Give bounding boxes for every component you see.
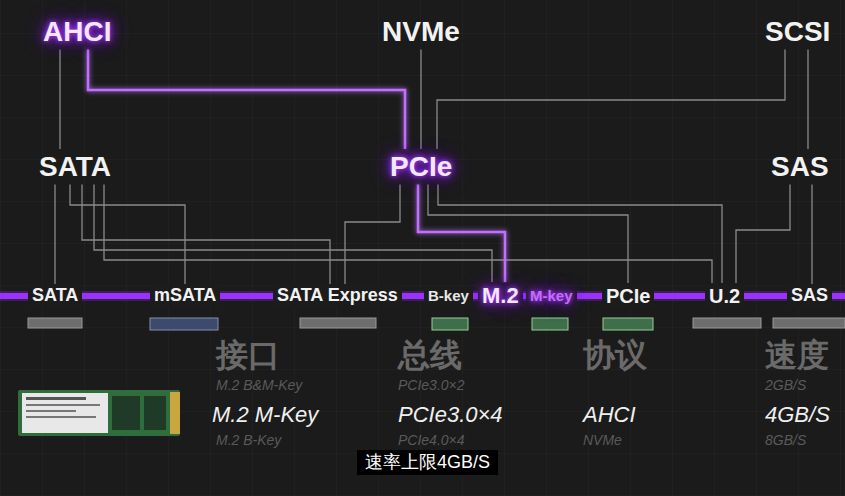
table-cell: M.2 B&M-Key [216, 377, 302, 394]
table-cell: 8GB/S [765, 432, 806, 449]
connector-line [438, 185, 722, 283]
node-text: SATA [32, 285, 78, 307]
protocol-label: SATA [39, 150, 111, 184]
table-cell: PCIe3.0×4 [398, 402, 503, 428]
connector-line [94, 185, 492, 282]
table-cell: 2GB/S [765, 377, 806, 394]
connector-line [421, 50, 422, 149]
connector-line [70, 185, 185, 284]
node-text: PCIe [606, 284, 650, 308]
table-cell: 4GB/S [765, 402, 830, 428]
node-text: PCIe [390, 150, 452, 184]
key-label: B-key [424, 287, 473, 305]
table-cell: PCIe4.0×4 [398, 432, 465, 449]
table-cell: M.2 B-Key [216, 432, 281, 449]
node-text: NVMe [382, 15, 460, 49]
node-text: U.2 [709, 284, 740, 308]
connector-line [428, 185, 628, 283]
subtitle-caption: 速率上限4GB/S [357, 450, 498, 475]
key-label: M-key [526, 287, 577, 305]
connector-line [812, 185, 813, 284]
node-text: SAS [791, 285, 828, 307]
interface-label: SAS [787, 285, 832, 307]
connector-line [55, 185, 56, 284]
table-cell: M.2 M-Key [212, 402, 318, 428]
node-text: M.2 [482, 283, 519, 309]
highlighted-connector [418, 185, 505, 282]
interface-label: SATA Express [273, 285, 402, 307]
connector-line [82, 185, 330, 284]
connector-line [345, 185, 400, 284]
protocol-label: SCSI [765, 15, 830, 49]
table-cell: 总线 [398, 336, 462, 374]
interface-label: SATA [28, 285, 82, 307]
node-text: SATA Express [277, 285, 398, 307]
node-text: SCSI [765, 15, 830, 49]
connector-images [28, 318, 845, 330]
connector-line [60, 50, 61, 149]
connector-line [104, 185, 712, 283]
table-cell: PCIe3.0×2 [398, 377, 465, 394]
table-cell: 协议 [583, 336, 647, 374]
protocol-label: SAS [771, 150, 829, 184]
connector-line [808, 50, 809, 149]
table-cell: AHCI [583, 402, 636, 428]
table-cell: NVMe [583, 432, 622, 449]
ssd-illustration [18, 390, 180, 436]
interface-label: mSATA [150, 285, 220, 307]
interface-label: U.2 [705, 284, 744, 308]
table-cell: 接口 [216, 336, 280, 374]
node-text: AHCI [43, 15, 111, 49]
interface-label: PCIe [602, 284, 654, 308]
protocol-label: AHCI [43, 15, 111, 49]
highlighted-connector [88, 50, 405, 149]
node-text: SATA [39, 150, 111, 184]
protocol-label: NVMe [382, 15, 460, 49]
protocol-label: PCIe [390, 150, 452, 184]
connector-line [437, 50, 785, 149]
node-text: SAS [771, 150, 829, 184]
connector-line [736, 185, 790, 283]
interface-label: M.2 [478, 283, 523, 309]
node-text: mSATA [154, 285, 216, 307]
table-cell: 速度 [765, 336, 829, 374]
